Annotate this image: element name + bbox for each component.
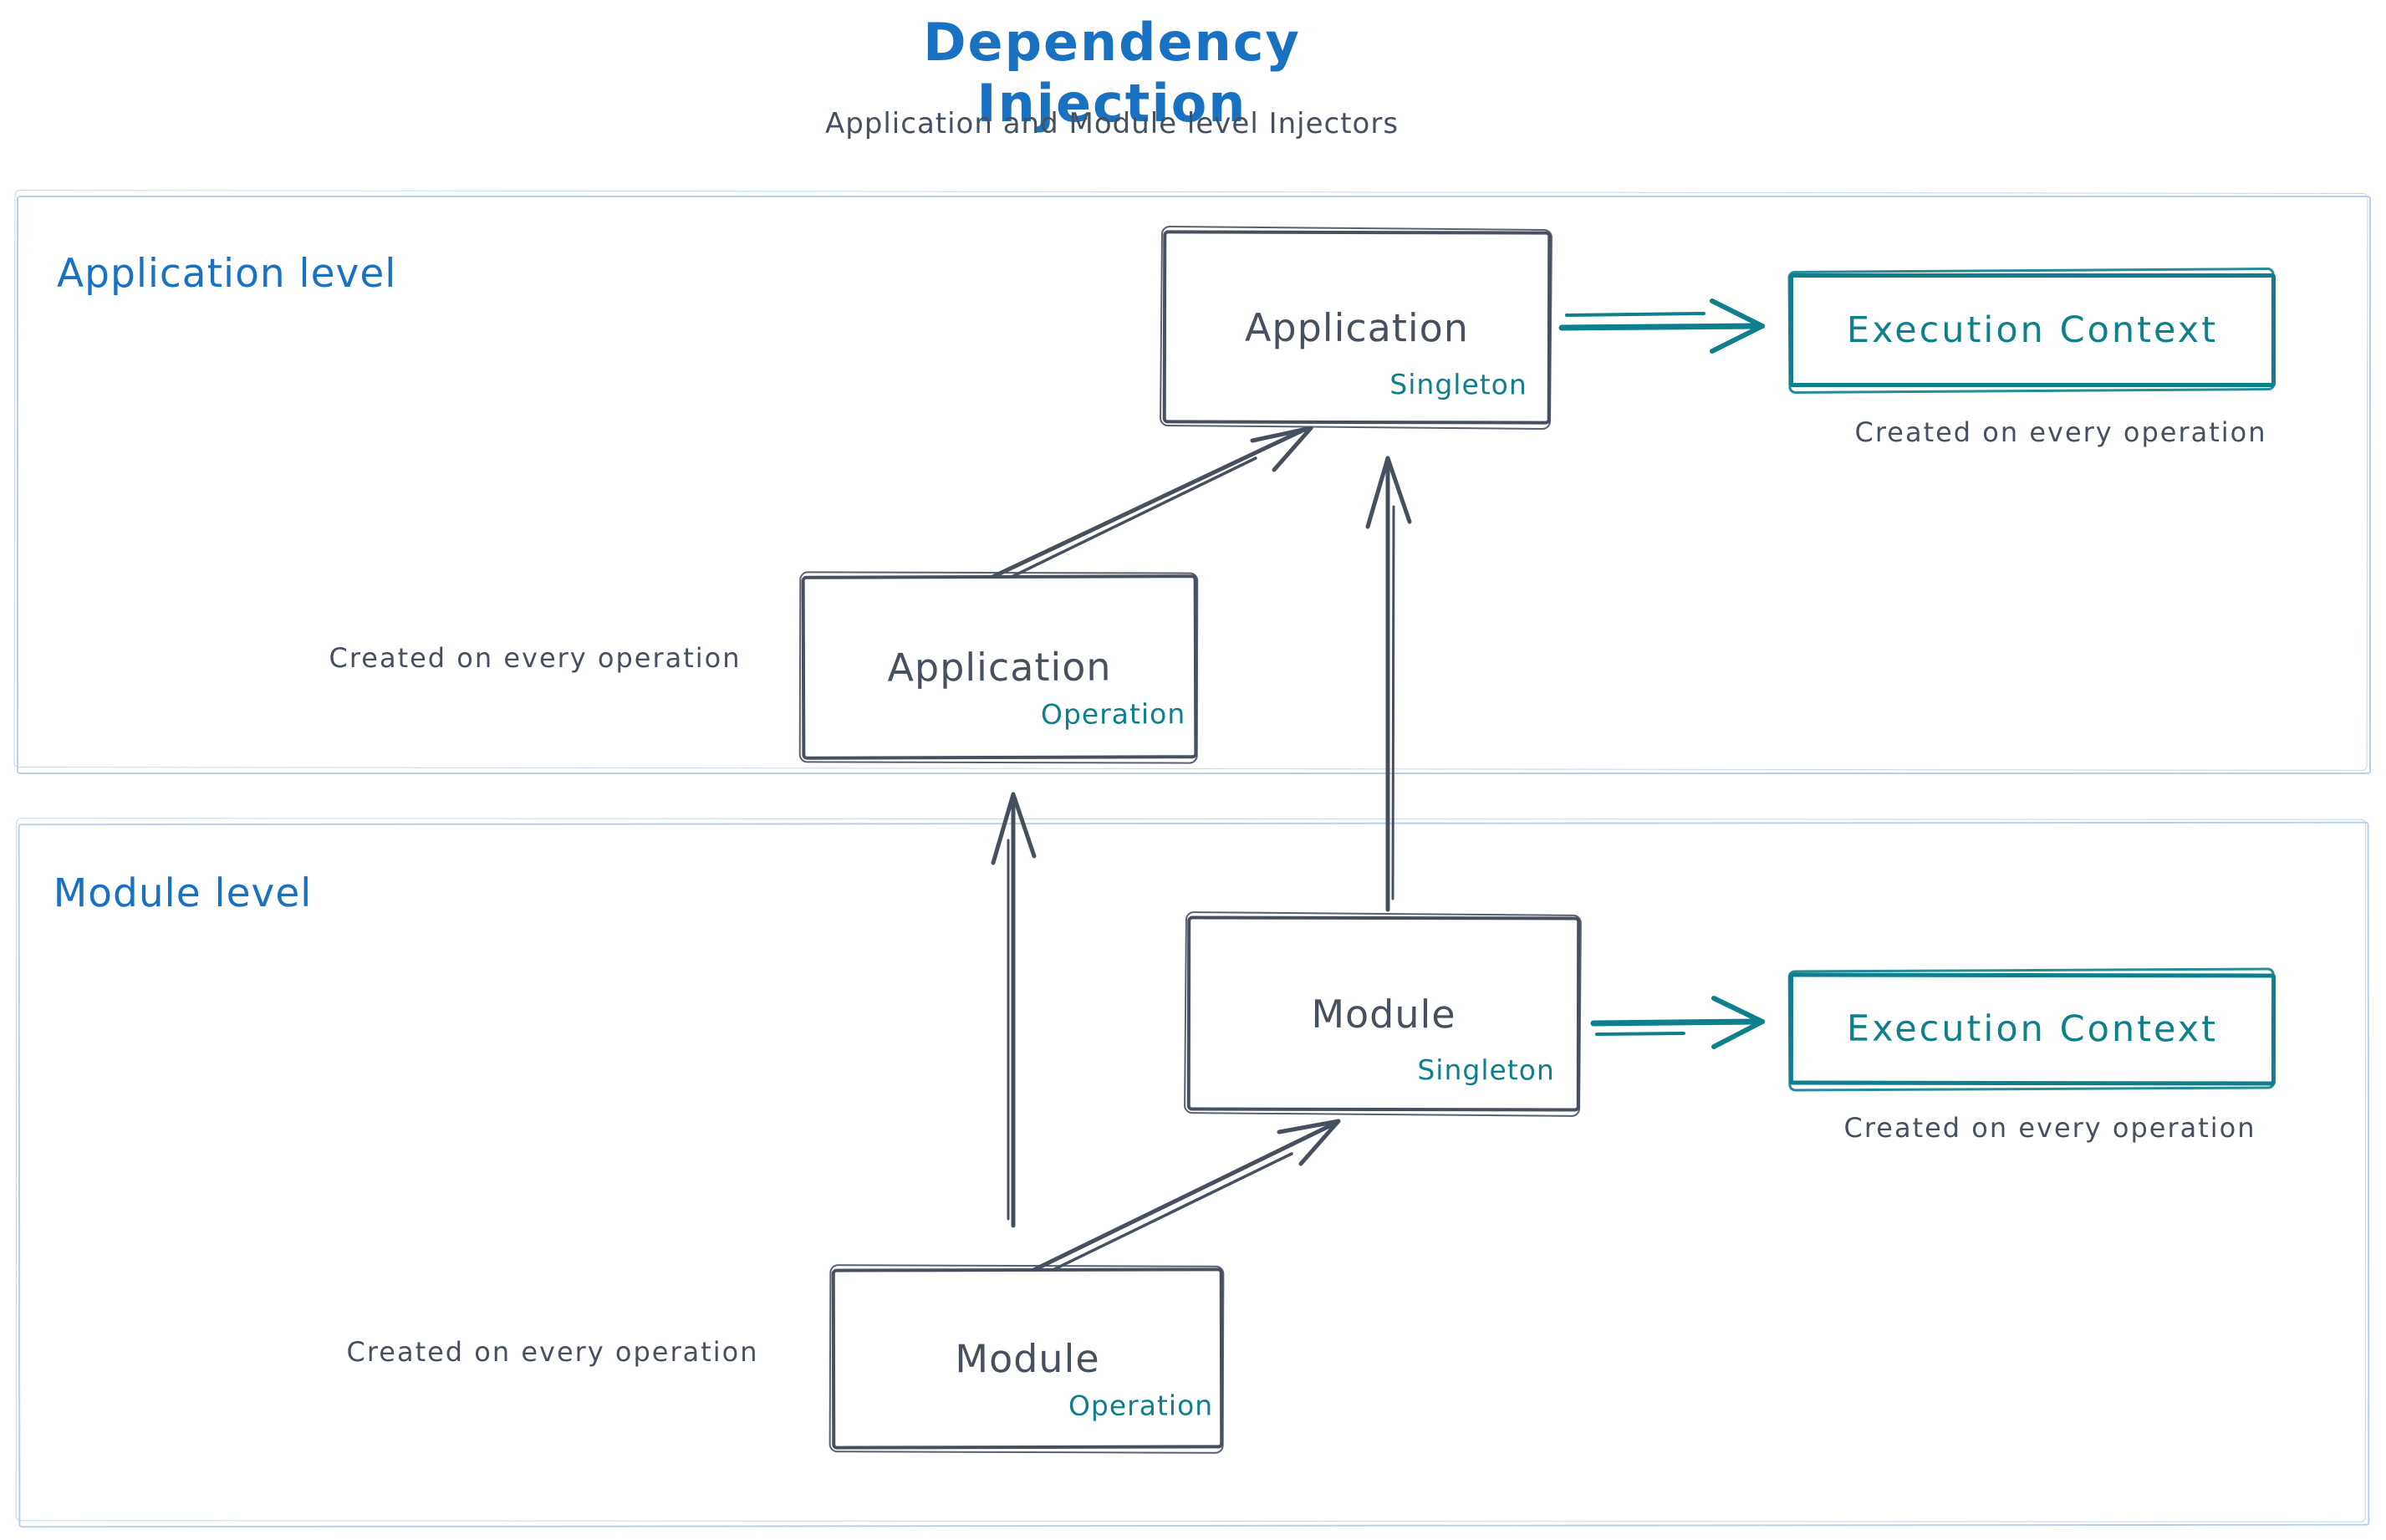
- module-singleton-scope: Singleton: [1417, 1053, 1555, 1087]
- module-operation-box: Module Operation: [831, 1267, 1224, 1450]
- application-level-region: Application level: [17, 196, 2371, 774]
- module-operation-scope: Operation: [1068, 1389, 1214, 1422]
- application-level-label: Application level: [57, 251, 397, 297]
- module-operation-title: Module: [955, 1335, 1100, 1382]
- module-execution-context-caption: Created on every operation: [1843, 1112, 2256, 1144]
- application-execution-context-caption: Created on every operation: [1854, 416, 2267, 448]
- application-operation-scope: Operation: [1040, 697, 1186, 731]
- diagram-title: Dependency Injection: [923, 12, 1301, 134]
- application-singleton-box: Application Singleton: [1162, 230, 1552, 425]
- application-operation-box: Application Operation: [801, 574, 1198, 760]
- diagram-subtitle: Application and Module level Injectors: [824, 107, 1399, 140]
- application-execution-context-box: Execution Context: [1789, 273, 2276, 387]
- module-singleton-title: Module: [1311, 991, 1456, 1037]
- application-operation-title: Application: [887, 644, 1112, 691]
- module-singleton-box: Module Singleton: [1186, 915, 1581, 1112]
- module-execution-context-box: Execution Context: [1788, 972, 2276, 1086]
- module-execution-context-label: Execution Context: [1846, 1007, 2219, 1051]
- module-operation-caption: Created on every operation: [346, 1336, 759, 1368]
- application-operation-caption: Created on every operation: [329, 642, 742, 674]
- application-singleton-title: Application: [1244, 304, 1470, 350]
- application-singleton-scope: Singleton: [1389, 368, 1527, 401]
- module-level-label: Module level: [53, 869, 313, 917]
- application-execution-context-label: Execution Context: [1846, 309, 2219, 351]
